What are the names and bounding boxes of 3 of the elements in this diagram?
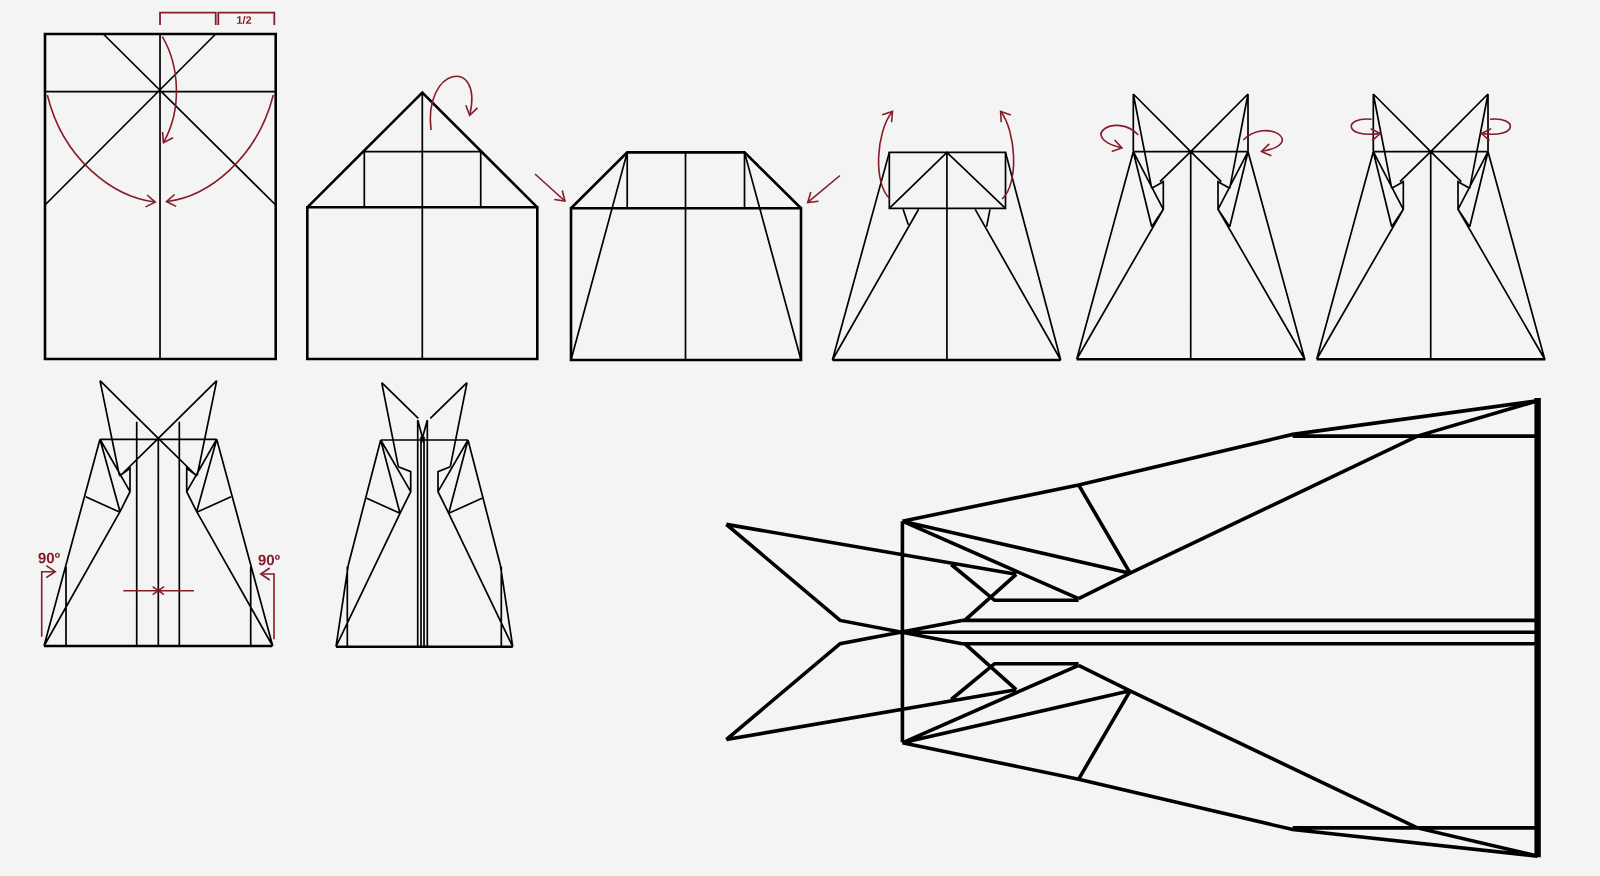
- dimension-label: 1/2: [237, 15, 252, 25]
- angle-label: 90º: [38, 552, 60, 564]
- angle-label: 90º: [258, 554, 280, 566]
